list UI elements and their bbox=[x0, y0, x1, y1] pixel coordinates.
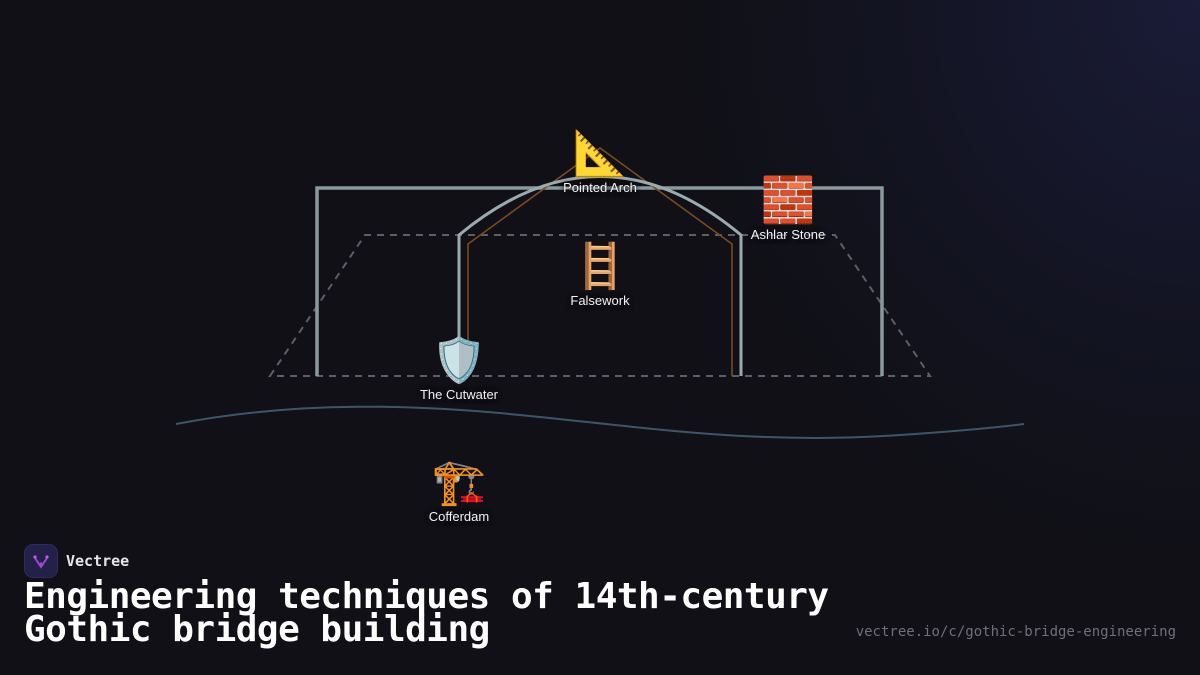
source-url[interactable]: vectree.io/c/gothic-bridge-engineering bbox=[855, 624, 1176, 640]
node-pointed-arch[interactable]: 📐 Pointed Arch bbox=[563, 129, 637, 196]
title-line-2: Gothic bridge building bbox=[24, 609, 490, 650]
outer-frame bbox=[315, 186, 884, 376]
brand-name: Vectree bbox=[66, 552, 130, 570]
node-label: Falsework bbox=[570, 293, 630, 308]
node-the-cutwater[interactable]: 🛡️ The Cutwater bbox=[419, 336, 499, 403]
shield-icon: 🛡️ bbox=[431, 336, 487, 385]
node-label: Cofferdam bbox=[428, 509, 490, 524]
falsework-centering bbox=[467, 147, 733, 376]
brand[interactable]: Vectree bbox=[24, 544, 129, 578]
node-cofferdam[interactable]: 🏗️ Cofferdam bbox=[428, 458, 490, 525]
vectree-logo-icon bbox=[24, 544, 58, 578]
page-title: Engineering techniques of 14th-century G… bbox=[24, 579, 829, 648]
title-line-1: Engineering techniques of 14th-century bbox=[24, 576, 829, 617]
node-label: Pointed Arch bbox=[563, 180, 637, 195]
river-line bbox=[175, 405, 1025, 440]
node-label: The Cutwater bbox=[419, 387, 499, 402]
node-falsework[interactable]: 🪜 Falsework bbox=[570, 242, 630, 309]
dashed-bridge-outline bbox=[268, 234, 932, 377]
pointed-arch-line bbox=[457, 175, 743, 376]
brick-icon: 🧱 bbox=[760, 176, 816, 225]
triangular-ruler-icon: 📐 bbox=[572, 129, 628, 178]
node-label: Ashlar Stone bbox=[750, 227, 826, 242]
construction-crane-icon: 🏗️ bbox=[431, 458, 487, 507]
node-ashlar-stone[interactable]: 🧱 Ashlar Stone bbox=[750, 176, 826, 243]
ladder-icon: 🪜 bbox=[572, 242, 628, 291]
